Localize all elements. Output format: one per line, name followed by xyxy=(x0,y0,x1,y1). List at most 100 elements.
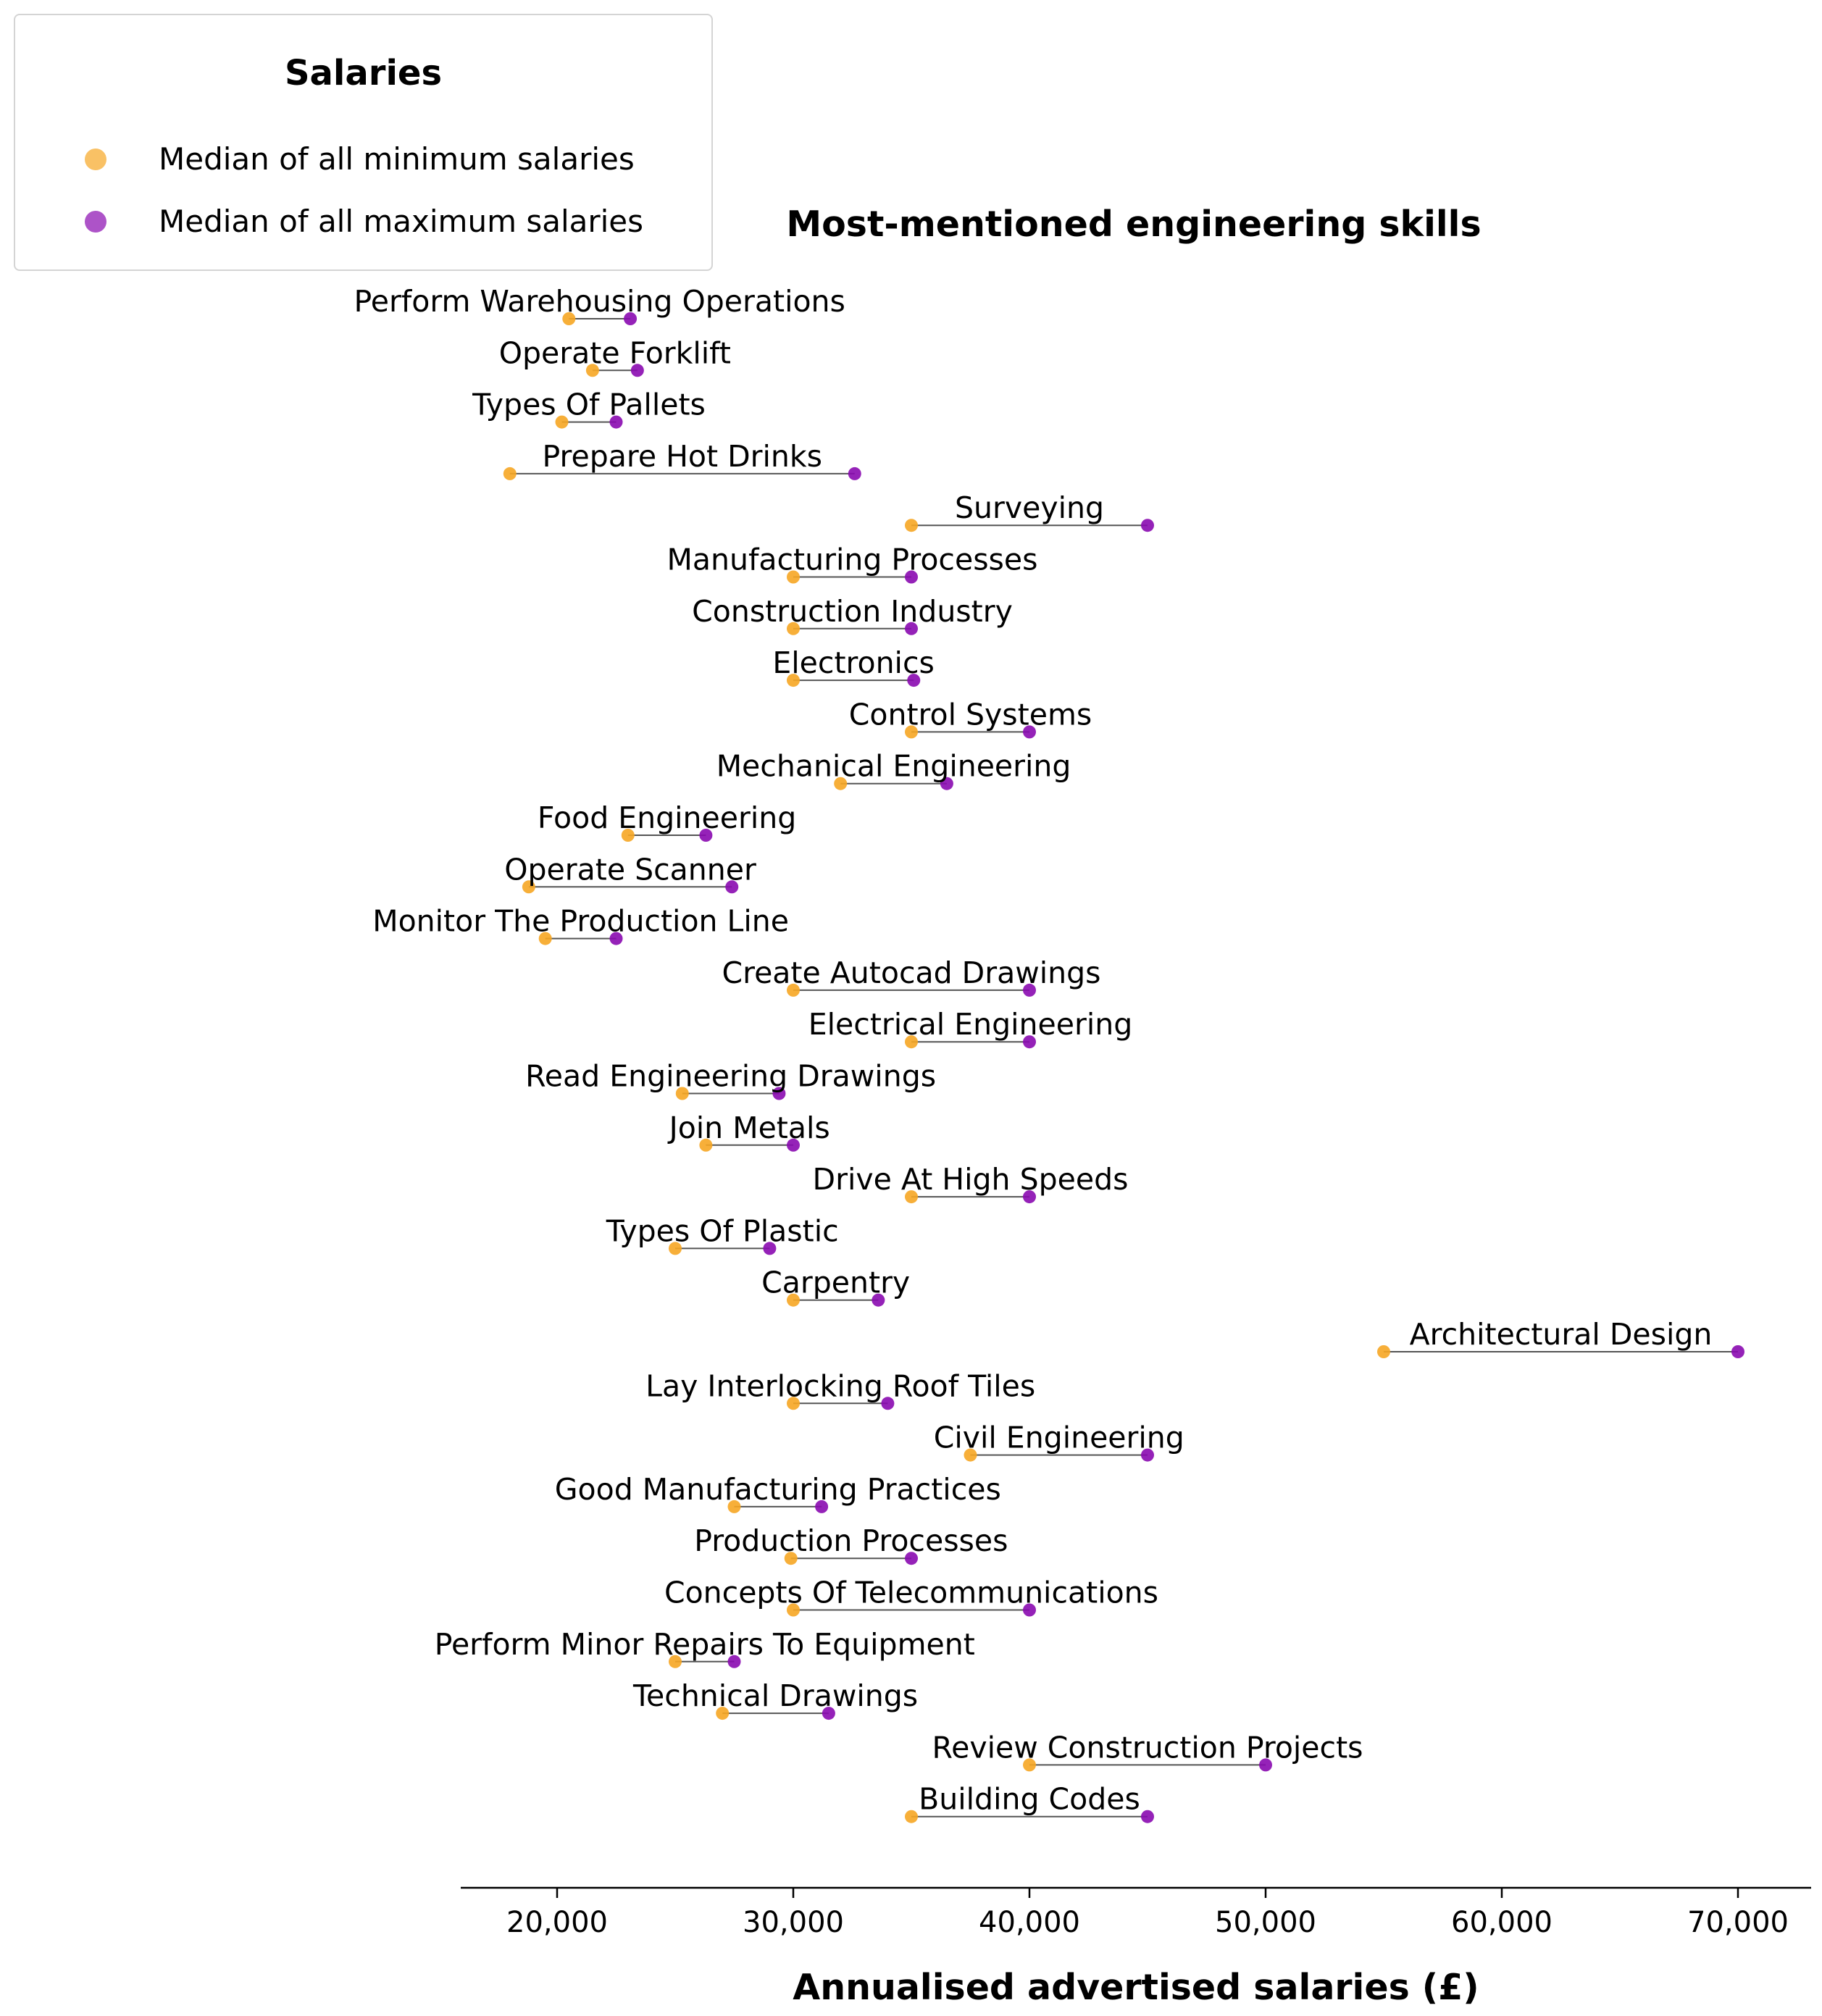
max-salary-point xyxy=(1023,983,1036,997)
x-tick-label: 60,000 xyxy=(1451,1906,1553,1939)
max-salary-point xyxy=(822,1707,835,1720)
skill-row: Types Of Plastic xyxy=(606,1213,839,1255)
skill-label: Perform Minor Repairs To Equipment xyxy=(435,1627,975,1662)
max-salary-point xyxy=(815,1500,829,1513)
min-salary-point xyxy=(964,1448,977,1462)
max-salary-point xyxy=(725,880,739,894)
skill-label: Production Processes xyxy=(694,1523,1008,1558)
skill-row: Architectural Design xyxy=(1377,1317,1744,1358)
skill-label: Lay Interlocking Roof Tiles xyxy=(645,1368,1035,1403)
skill-label: Technical Drawings xyxy=(632,1678,918,1713)
max-salary-point xyxy=(881,1397,895,1410)
min-salary-point xyxy=(716,1707,730,1720)
skill-row: Control Systems xyxy=(849,697,1092,739)
max-salary-point xyxy=(630,364,644,377)
min-salary-point xyxy=(555,415,569,429)
skill-row: Food Engineering xyxy=(538,800,796,842)
max-salary-point xyxy=(848,467,861,480)
skill-row: Concepts Of Telecommunications xyxy=(664,1576,1158,1617)
min-salary-point xyxy=(727,1500,741,1513)
max-salary-point xyxy=(772,1087,786,1100)
min-salary-point xyxy=(787,1603,800,1617)
skill-label: Good Manufacturing Practices xyxy=(555,1472,1001,1507)
min-salary-point xyxy=(787,674,800,687)
min-salary-point xyxy=(834,777,848,790)
chart-title: Most-mentioned engineering skills xyxy=(786,204,1481,245)
skill-label: Types Of Plastic xyxy=(606,1213,839,1248)
min-salary-point xyxy=(669,1242,682,1255)
min-salary-point xyxy=(905,519,918,532)
x-tick-label: 70,000 xyxy=(1687,1906,1789,1939)
legend-entry-max: Median of all maximum salaries xyxy=(85,204,643,240)
min-salary-point xyxy=(538,932,552,945)
skill-row: Perform Minor Repairs To Equipment xyxy=(435,1627,975,1668)
min-salary-point xyxy=(585,364,599,377)
skill-label: Mechanical Engineering xyxy=(716,749,1071,784)
skill-row: Construction Industry xyxy=(692,594,1013,635)
max-salary-point xyxy=(1141,1810,1154,1823)
legend-marker-min xyxy=(85,149,106,170)
min-salary-point xyxy=(522,880,535,894)
skill-label: Prepare Hot Drinks xyxy=(543,439,822,474)
min-salary-point xyxy=(699,1138,713,1152)
skill-label: Review Construction Projects xyxy=(932,1730,1363,1765)
skill-label: Operate Forklift xyxy=(499,335,731,370)
max-salary-point xyxy=(727,1655,741,1668)
min-salary-point xyxy=(562,312,576,325)
skill-row: Electronics xyxy=(772,645,935,687)
skill-label: Monitor The Production Line xyxy=(372,904,789,939)
legend-label-min: Median of all minimum salaries xyxy=(159,141,635,177)
x-tick-label: 20,000 xyxy=(506,1906,608,1939)
max-salary-point xyxy=(905,570,918,584)
skill-row: Manufacturing Processes xyxy=(666,543,1038,584)
skill-row: Production Processes xyxy=(694,1523,1008,1565)
skill-row: Building Codes xyxy=(905,1782,1154,1823)
legend-label-max: Median of all maximum salaries xyxy=(159,204,644,239)
skill-label: Electrical Engineering xyxy=(808,1007,1132,1042)
min-salary-point xyxy=(503,467,517,480)
min-salary-point xyxy=(1023,1758,1036,1772)
skill-row: Join Metals xyxy=(667,1111,830,1152)
max-salary-point xyxy=(1023,1603,1036,1617)
min-salary-point xyxy=(905,1190,918,1204)
skill-row: Create Autocad Drawings xyxy=(722,955,1101,997)
max-salary-point xyxy=(872,1293,885,1307)
skill-row: Perform Warehousing Operations xyxy=(354,284,845,325)
min-salary-point xyxy=(787,1397,800,1410)
legend-entry-min: Median of all minimum salaries xyxy=(85,141,635,177)
min-salary-point xyxy=(675,1087,689,1100)
skill-label: Operate Scanner xyxy=(504,852,756,887)
skill-row: Drive At High Speeds xyxy=(813,1162,1129,1204)
x-tick-label: 30,000 xyxy=(743,1906,844,1939)
min-salary-point xyxy=(787,983,800,997)
skill-row: Electrical Engineering xyxy=(808,1007,1132,1049)
max-salary-point xyxy=(609,415,623,429)
max-salary-point xyxy=(905,1552,918,1565)
min-salary-point xyxy=(784,1552,798,1565)
skill-label: Drive At High Speeds xyxy=(813,1162,1129,1197)
legend-title: Salaries xyxy=(284,53,443,93)
max-salary-point xyxy=(1731,1345,1744,1358)
skill-row: Technical Drawings xyxy=(632,1678,918,1720)
x-tick-label: 50,000 xyxy=(1215,1906,1316,1939)
skill-row: Operate Forklift xyxy=(499,335,731,377)
skill-label: Food Engineering xyxy=(538,800,796,835)
skill-row: Carpentry xyxy=(761,1266,910,1307)
skill-label: Join Metals xyxy=(667,1111,830,1145)
skill-row: Good Manufacturing Practices xyxy=(555,1472,1001,1513)
skill-label: Control Systems xyxy=(849,697,1092,732)
x-axis-label: Annualised advertised salaries (£) xyxy=(793,1967,1479,2008)
min-salary-point xyxy=(905,1810,918,1823)
skill-label: Electronics xyxy=(772,645,934,680)
max-salary-point xyxy=(787,1138,800,1152)
min-salary-point xyxy=(905,725,918,739)
skill-row: Surveying xyxy=(905,490,1154,532)
skill-label: Surveying xyxy=(955,490,1104,525)
skill-label: Create Autocad Drawings xyxy=(722,955,1100,990)
min-salary-point xyxy=(787,570,800,584)
min-salary-point xyxy=(787,1293,800,1307)
skill-row: Types Of Pallets xyxy=(472,388,706,429)
